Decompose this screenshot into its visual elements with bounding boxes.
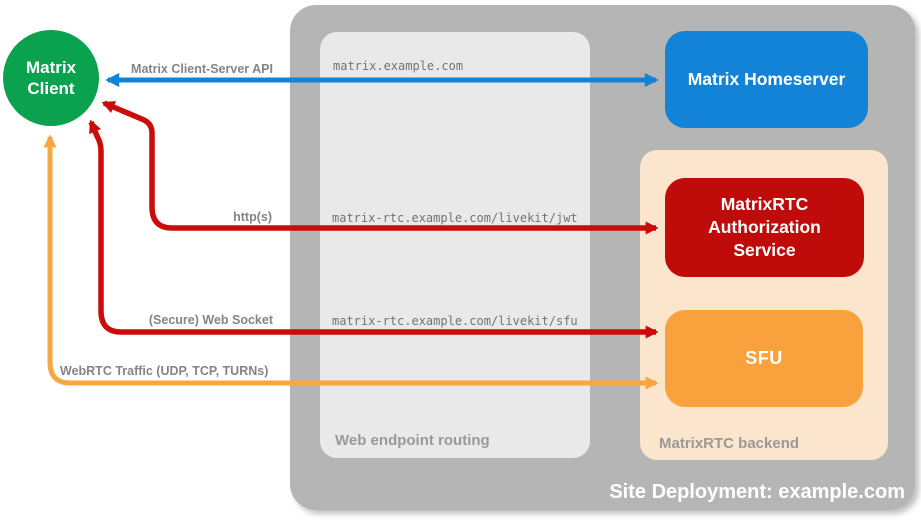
endpoint-livekit-sfu: matrix-rtc.example.com/livekit/sfu (332, 314, 578, 328)
sfu-label: SFU (745, 348, 783, 368)
sfu-node: SFU (665, 310, 863, 407)
web-endpoint-routing-label: Web endpoint routing (335, 432, 490, 449)
endpoint-matrix-homeserver: matrix.example.com (333, 59, 464, 73)
matrix-client-label-line1: Matrix (25, 58, 77, 77)
matrixrtc-backend-label: MatrixRTC backend (659, 435, 800, 452)
client-server-api-label: Matrix Client-Server API (131, 62, 273, 76)
matrix-client-label-line2: Client (27, 79, 75, 98)
web-endpoint-routing-panel (320, 32, 590, 458)
https-label: http(s) (233, 210, 272, 224)
site-deployment-label: Site Deployment: example.com (609, 481, 905, 503)
websocket-label: (Secure) Web Socket (148, 313, 273, 327)
webrtc-label: WebRTC Traffic (UDP, TCP, TURNs) (60, 364, 269, 378)
matrix-homeserver-label: Matrix Homeserver (687, 69, 846, 89)
matrix-client-node: Matrix Client (3, 30, 99, 126)
endpoint-livekit-jwt: matrix-rtc.example.com/livekit/jwt (332, 211, 578, 225)
matrixrtc-auth-service-label: MatrixRTC Authorization Service (708, 193, 821, 261)
matrix-homeserver-node: Matrix Homeserver (665, 31, 868, 128)
matrixrtc-auth-service-node: MatrixRTC Authorization Service (665, 178, 864, 277)
